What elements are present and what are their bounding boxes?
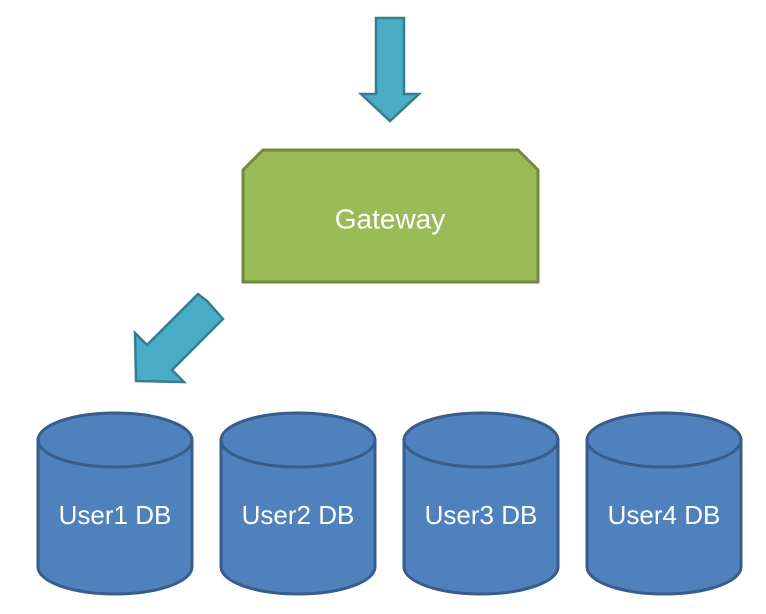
gateway-label: Gateway [335,203,446,234]
route-arrow [133,292,225,384]
database-label: User2 DB [242,500,355,530]
incoming-arrow [357,16,423,123]
database-label: User1 DB [59,500,172,530]
database-label: User4 DB [608,500,721,530]
database-label: User3 DB [425,500,538,530]
gateway-node [241,148,540,284]
database-user1: User1 DB [36,411,194,596]
database-user2: User2 DB [219,411,377,596]
database-user4: User4 DB [585,411,743,596]
database-user3: User3 DB [402,411,560,596]
